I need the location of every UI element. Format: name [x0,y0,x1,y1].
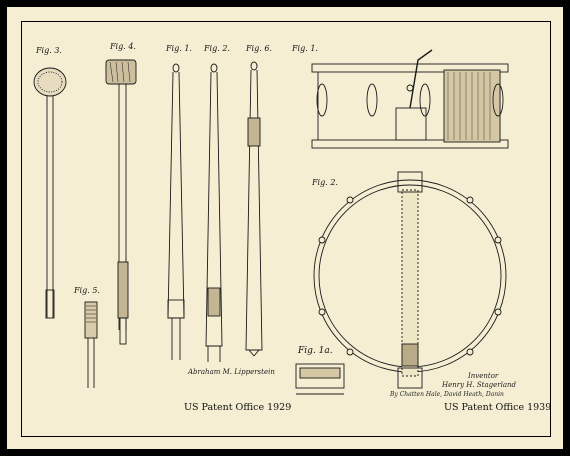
fig-2-right-label: Fig. 2. [312,178,338,187]
inventor-label: Inventor [468,372,499,380]
snare-side-drawing [311,49,509,149]
caption-right: US Patent Office 1939 [444,402,552,413]
snare-top-drawing [313,171,507,389]
inner-border [21,21,551,437]
fig-4-label: Fig. 4. [110,42,136,51]
fig-1a-label: Fig. 1a. [298,346,333,356]
drumstick-3-drawing [245,61,263,357]
caption-left: US Patent Office 1929 [184,402,292,413]
fig-3-label: Fig. 3. [36,46,62,55]
attorney-name: By Chatten Hale, David Heath, Danin [390,391,504,398]
clamp-detail-drawing [295,363,345,395]
mallet-drawing [33,67,67,319]
signature-left: Abraham M. Lipperstein [188,368,275,376]
beater-drawing [105,59,137,345]
fig-6-label: Fig. 6. [246,44,272,53]
fig-5-label: Fig. 5. [74,286,100,295]
drumstick-1-drawing [167,63,185,360]
inventor-name: Henry H. Stagerland [442,381,516,389]
fig-1-label: Fig. 1. [166,44,192,53]
handle-end-drawing [84,301,98,388]
fig-2-label: Fig. 2. [204,44,230,53]
drumstick-2-drawing [205,63,223,362]
fig-1-right-label: Fig. 1. [292,44,318,53]
